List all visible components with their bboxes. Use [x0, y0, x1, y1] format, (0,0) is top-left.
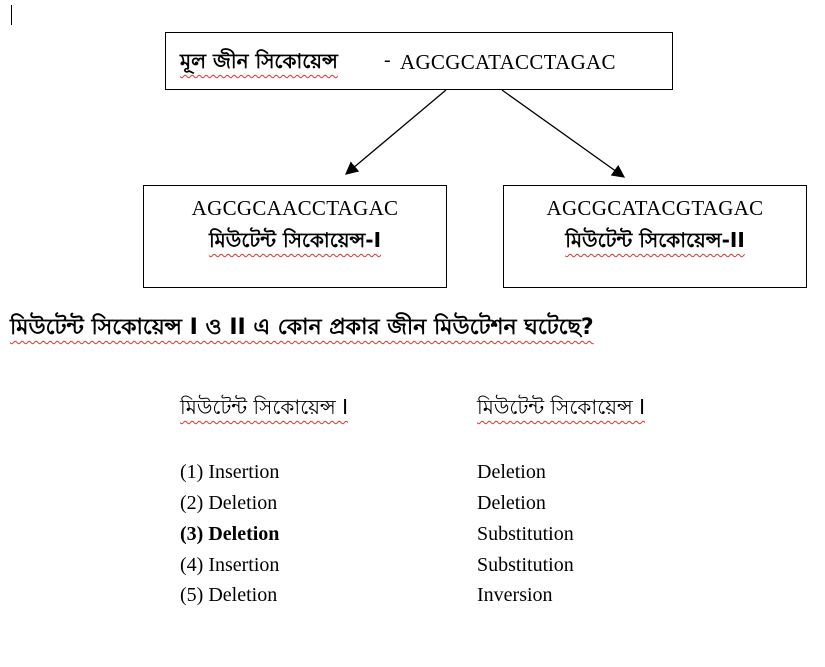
mutant-1-label: মিউটেন্ট সিকোয়েন্স-I	[208, 228, 382, 252]
arrow-to-mutant-2	[501, 89, 626, 178]
right-column-header: মিউটেন্ট সিকোয়েন্স I	[477, 395, 646, 419]
option-5-left: (5) Deletion	[180, 584, 278, 606]
option-4-right: Substitution	[477, 554, 574, 576]
option-4-left: (4) Insertion	[180, 554, 280, 576]
mutant-2-box: AGCGCATACGTAGAC মিউটেন্ট সিকোয়েন্স-II	[503, 185, 807, 288]
original-sequence-box: মূল জীন সিকোয়েন্স - AGCGCATACCTAGAC	[165, 32, 673, 90]
original-sequence: AGCGCATACCTAGAC	[400, 50, 616, 74]
option-1-left: (1) Insertion	[180, 461, 280, 483]
mutant-1-sequence: AGCGCAACCTAGAC	[191, 196, 399, 220]
original-separator: -	[384, 49, 391, 71]
option-2-left: (2) Deletion	[180, 492, 278, 514]
mutant-1-box: AGCGCAACCTAGAC মিউটেন্ট সিকোয়েন্স-I	[143, 185, 447, 288]
option-1-right: Deletion	[477, 461, 546, 483]
option-3-right: Substitution	[477, 523, 574, 545]
original-label: মূল জীন সিকোয়েন্স	[180, 49, 338, 73]
option-3-left: (3) Deletion	[180, 523, 280, 545]
option-2-right: Deletion	[477, 492, 546, 514]
text-cursor	[11, 5, 12, 25]
left-column-header: মিউটেন্ট সিকোয়েন্স I	[180, 395, 349, 419]
option-5-right: Inversion	[477, 584, 553, 606]
question-text: মিউটেন্ট সিকোয়েন্স I ও II এ কোন প্রকার …	[10, 315, 594, 340]
mutant-2-label: মিউটেন্ট সিকোয়েন্স-II	[565, 228, 745, 252]
arrow-to-mutant-1	[345, 89, 447, 175]
mutant-2-sequence: AGCGCATACGTAGAC	[546, 196, 764, 220]
